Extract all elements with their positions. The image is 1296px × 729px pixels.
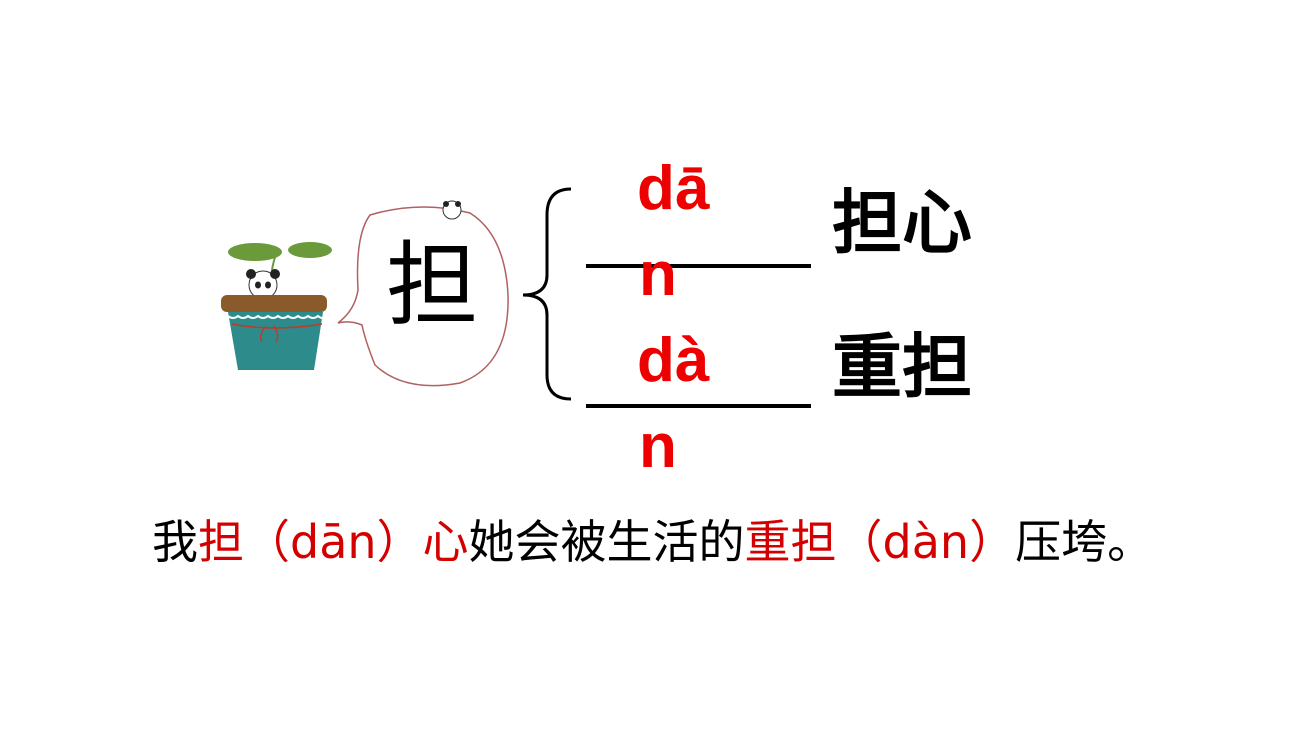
- sentence-highlight-danxin: 担（dān）心: [198, 515, 469, 569]
- example-sentence: 我担（dān）心她会被生活的重担（dàn）压垮。: [152, 515, 1153, 570]
- sentence-part-1: 我: [152, 515, 198, 569]
- answer-line-2: [586, 404, 811, 408]
- pinyin-dan4-part1: dà: [637, 326, 710, 395]
- word-zhongdan: 重担: [832, 326, 972, 408]
- curly-brace: [522, 187, 572, 401]
- main-character: 担: [386, 232, 479, 339]
- sentence-part-5: 压垮。: [1015, 515, 1154, 569]
- pinyin-dan4-part2: n: [639, 412, 677, 481]
- panda-flowerpot-illustration: [221, 242, 332, 370]
- pinyin-dan1-part1: dā: [637, 154, 710, 223]
- sentence-highlight-zhongdan: 重担（dàn）: [744, 515, 1016, 569]
- answer-line-1: [586, 264, 811, 268]
- word-danxin: 担心: [832, 182, 972, 264]
- sentence-part-3: 她会被生活的: [468, 515, 745, 569]
- pinyin-dan1-part2: n: [639, 240, 677, 309]
- speech-bubble: [337, 200, 509, 387]
